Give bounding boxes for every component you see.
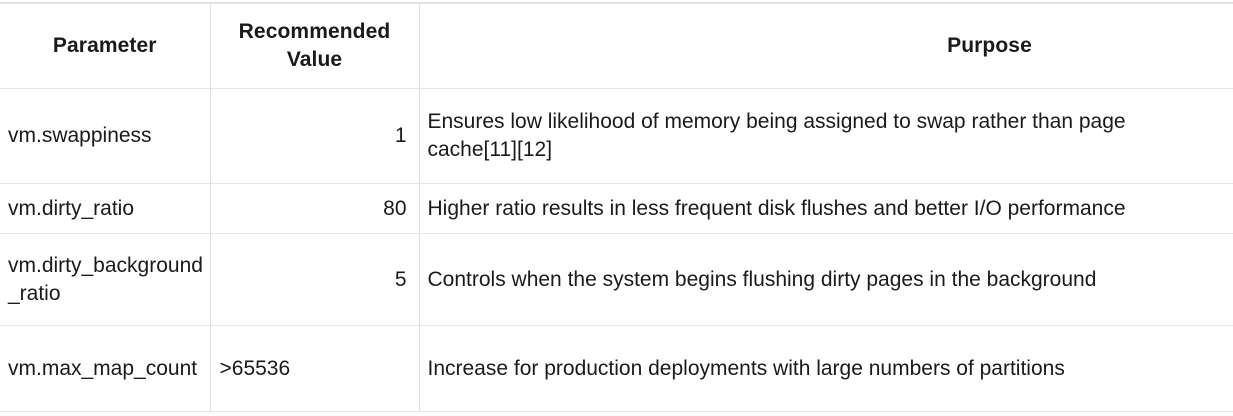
table-row: vm.swappiness 1 Ensures low likelihood o… — [0, 88, 1233, 184]
cell-purpose: Ensures low likelihood of memory being a… — [419, 88, 1233, 184]
purpose-line-1: Controls when the system begins flushing… — [427, 267, 1097, 291]
cell-recommended-value: 1 — [210, 88, 420, 184]
purpose-line-1: Increase for production deployments with… — [427, 356, 1065, 380]
cell-parameter: vm.max_map_count — [0, 325, 211, 412]
table-row: vm.max_map_count >65536 Increase for pro… — [0, 325, 1233, 412]
table-row: vm.dirty_background_ratio 5 Controls whe… — [0, 233, 1233, 326]
table-row: vm.dirty_ratio 80 Higher ratio results i… — [0, 183, 1233, 234]
purpose-line-1: Ensures low likelihood of memory being a… — [427, 110, 1126, 134]
table-header: Parameter Recommended Value Purpose — [0, 3, 1233, 89]
cell-parameter: vm.swappiness — [0, 88, 211, 184]
purpose-line-2: cache[11][12] — [427, 138, 553, 161]
cell-recommended-value: >65536 — [210, 325, 420, 412]
cell-parameter: vm.dirty_background_ratio — [0, 233, 211, 326]
cell-parameter: vm.dirty_ratio — [0, 183, 211, 234]
cell-recommended-value: 5 — [210, 233, 420, 326]
column-header-recommended-value: Recommended Value — [210, 3, 420, 89]
purpose-line-1: Higher ratio results in less frequent di… — [427, 196, 1126, 220]
cell-purpose: Higher ratio results in less frequent di… — [419, 183, 1233, 234]
table-body: vm.swappiness 1 Ensures low likelihood o… — [0, 88, 1233, 412]
column-header-purpose: Purpose — [419, 3, 1233, 89]
cell-purpose: Increase for production deployments with… — [419, 325, 1233, 412]
table-header-row: Parameter Recommended Value Purpose — [0, 3, 1233, 89]
cell-purpose: Controls when the system begins flushing… — [419, 233, 1233, 326]
cell-recommended-value: 80 — [210, 183, 420, 234]
column-header-parameter: Parameter — [0, 3, 211, 89]
